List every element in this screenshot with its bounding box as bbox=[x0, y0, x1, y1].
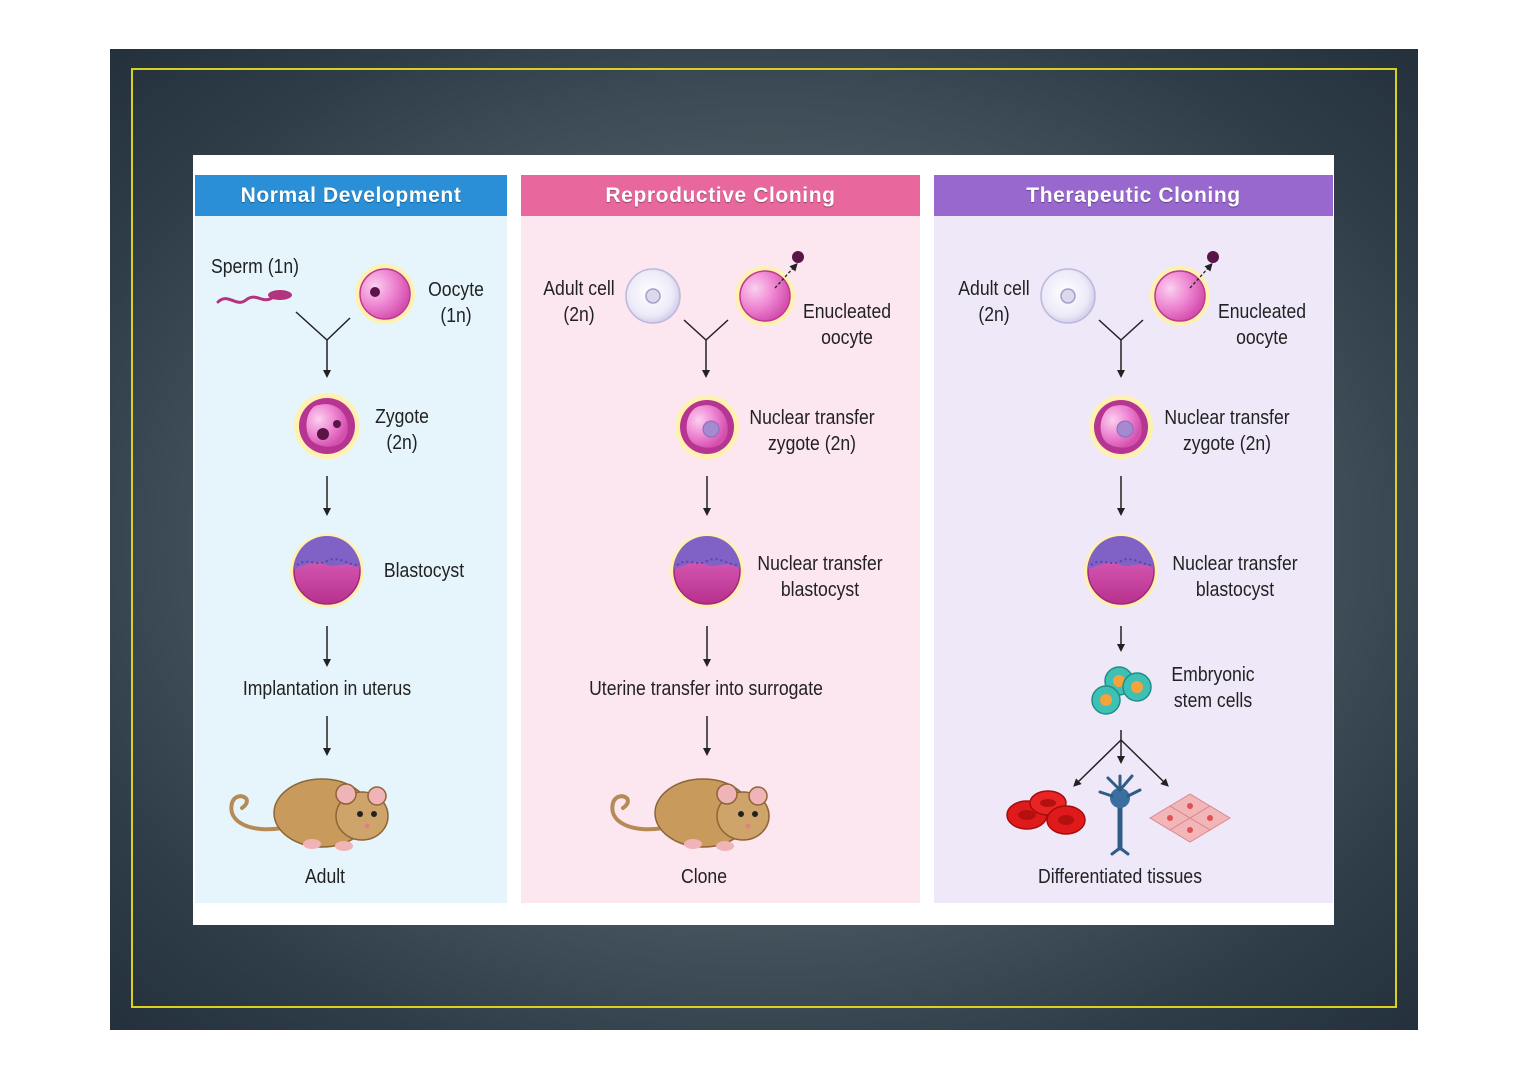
label-zygote: Zygote (2n) bbox=[375, 406, 429, 454]
enucleated-oocyte-icon bbox=[734, 251, 804, 327]
header-normal-development: Normal Development bbox=[195, 175, 507, 216]
tissue-cells-icon bbox=[1149, 793, 1231, 843]
label-adult: Adult bbox=[304, 866, 346, 888]
zygote-icon bbox=[294, 393, 360, 459]
label-nt-blastocyst: Nuclear transfer blastocyst bbox=[1172, 553, 1298, 601]
mouse-adult-icon bbox=[229, 777, 390, 853]
header-therapeutic-cloning: Therapeutic Cloning bbox=[934, 175, 1333, 216]
blastocyst-icon bbox=[289, 533, 365, 609]
label-clone: Clone bbox=[680, 866, 727, 888]
label-sperm: Sperm (1n) bbox=[210, 256, 300, 278]
header-reproductive-cloning: Reproductive Cloning bbox=[521, 175, 920, 216]
adult-cell-icon bbox=[1040, 268, 1096, 324]
nt-blastocyst-icon bbox=[669, 533, 745, 609]
merge-arrow bbox=[1098, 319, 1144, 374]
adult-cell-icon bbox=[625, 268, 681, 324]
nt-zygote-icon bbox=[1088, 394, 1154, 460]
branch-arrows bbox=[1073, 730, 1169, 787]
label-blastocyst: Blastocyst bbox=[383, 560, 465, 582]
column-normal-development: Normal Development bbox=[195, 175, 507, 903]
label-nt-zygote: Nuclear transfer zygote (2n) bbox=[749, 407, 875, 455]
label-nt-zygote: Nuclear transfer zygote (2n) bbox=[1164, 407, 1290, 455]
label-nt-blastocyst: Nuclear transfer blastocyst bbox=[757, 553, 883, 601]
label-differentiated-tissues: Differentiated tissues bbox=[1037, 866, 1203, 888]
label-enucleated-oocyte: Enucleated oocyte bbox=[1217, 301, 1307, 349]
sperm-icon bbox=[216, 290, 292, 304]
label-oocyte: Oocyte (1n) bbox=[428, 279, 484, 327]
neuron-icon bbox=[1098, 774, 1142, 856]
nt-zygote-icon bbox=[674, 394, 740, 460]
label-adult-cell: Adult cell (2n) bbox=[958, 278, 1030, 326]
slide-border bbox=[131, 68, 1397, 1008]
stem-cells-icon bbox=[1091, 666, 1152, 715]
label-stem-cells: Embryonic stem cells bbox=[1171, 664, 1255, 712]
label-implantation: Implantation in uterus bbox=[242, 678, 412, 700]
mouse-clone-icon bbox=[610, 777, 771, 853]
oocyte-icon bbox=[354, 263, 416, 325]
merge-arrow bbox=[683, 319, 729, 374]
red-blood-cells-icon bbox=[1006, 790, 1086, 835]
nt-blastocyst-icon bbox=[1083, 533, 1159, 609]
enucleated-oocyte-icon bbox=[1149, 251, 1219, 327]
label-adult-cell: Adult cell (2n) bbox=[543, 278, 615, 326]
label-enucleated-oocyte: Enucleated oocyte bbox=[802, 301, 892, 349]
merge-arrow bbox=[295, 311, 351, 374]
label-uterine-transfer: Uterine transfer into surrogate bbox=[589, 678, 823, 700]
